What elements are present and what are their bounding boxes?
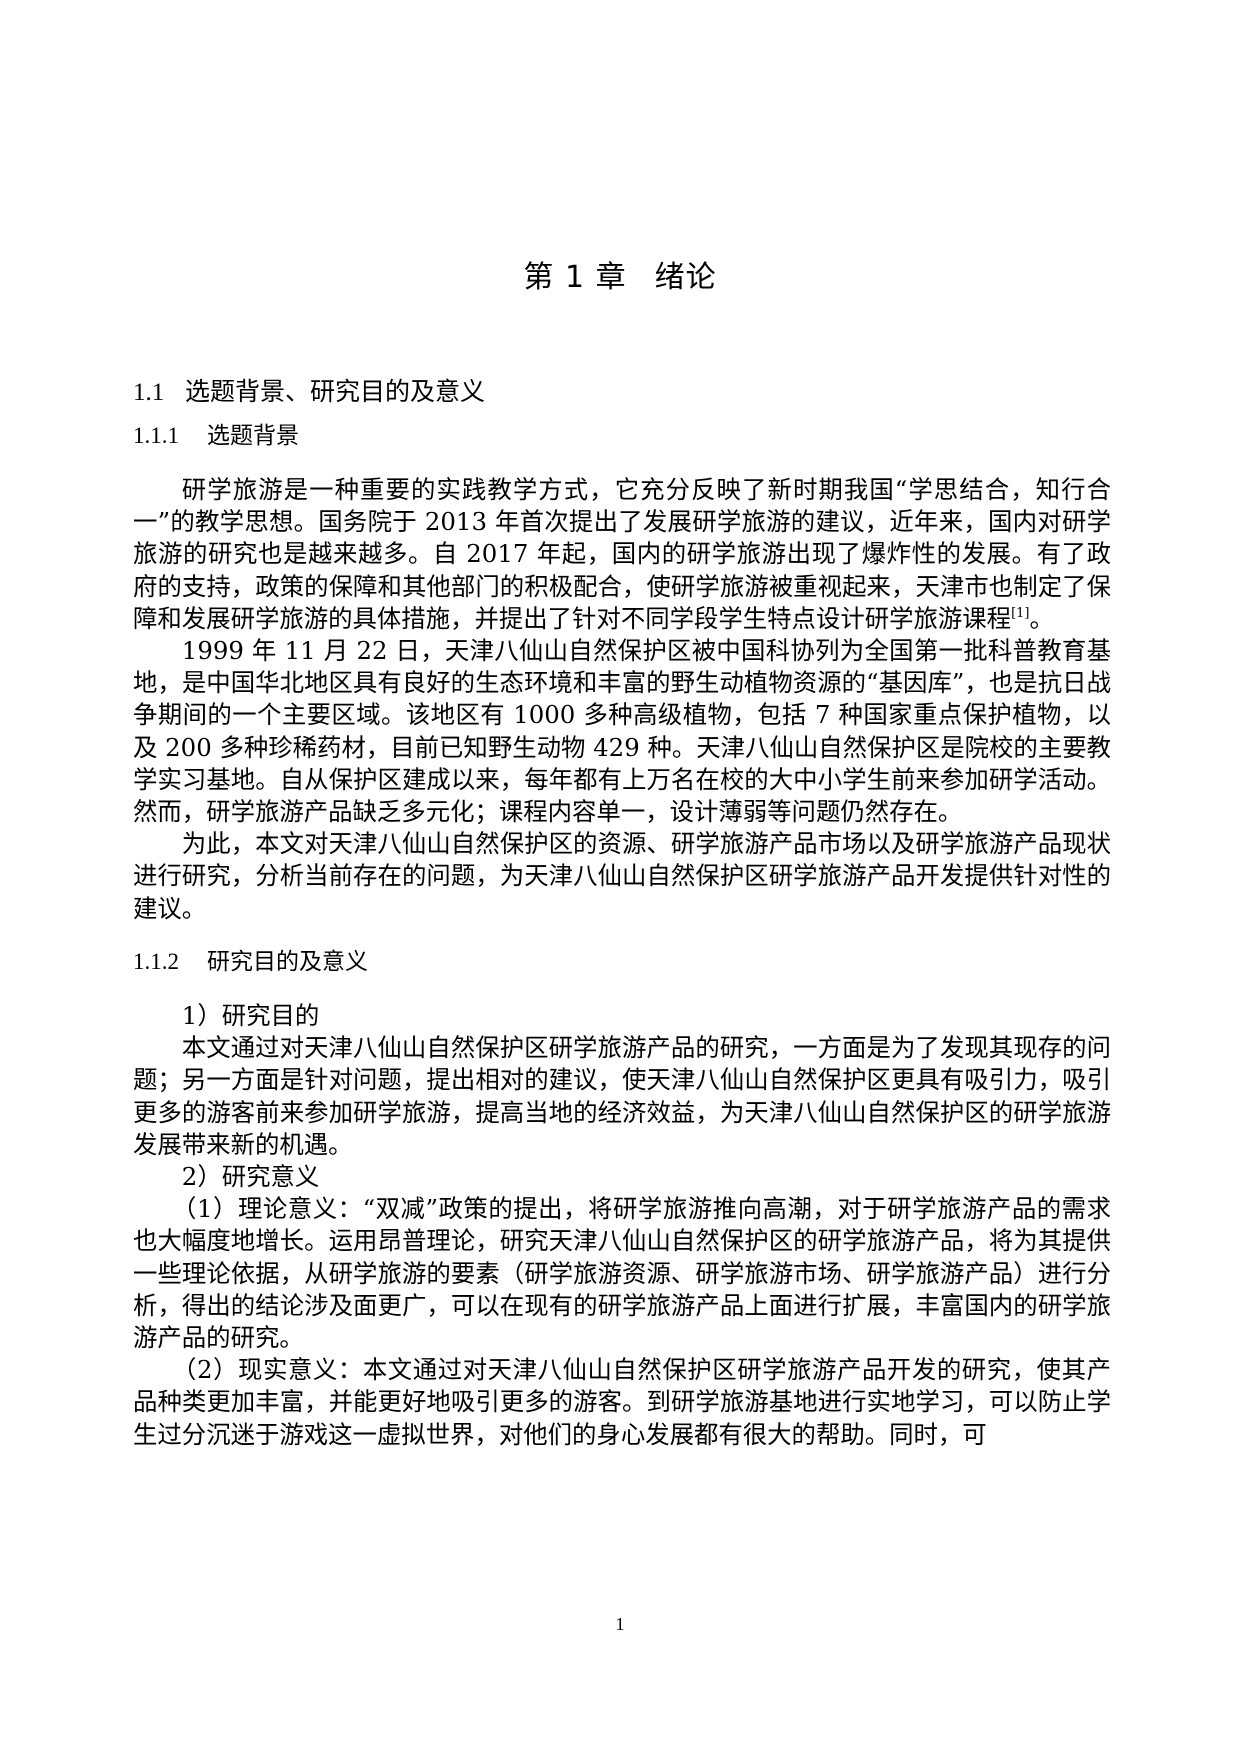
chapter-title: 第 1 章绪论 [0,258,1240,298]
paragraph: 为此，本文对天津八仙山自然保护区的资源、研学旅游产品市场以及研学旅游产品现状进行… [133,829,1111,923]
paragraph: 本文通过对天津八仙山自然保护区研学旅游产品的研究，一方面是为了发现其现存的问题；… [133,1033,1111,1159]
subsection-heading-1-1-1: 1.1.1 选题背景 [133,420,299,452]
purpose-section-body: 1）研究目的 本文通过对天津八仙山自然保护区研学旅游产品的研究，一方面是为了发现… [133,1000,1111,1451]
significance-heading: 2）研究意义 [181,1162,320,1192]
purpose-heading: 1）研究目的 [181,1001,320,1030]
subsection-number: 1.1.1 [133,423,179,448]
subsection-number: 1.1.2 [133,949,179,974]
paragraph: 研学旅游是一种重要的实践教学方式，它充分反映了新时期我国“学思结合，知行合一”的… [133,475,1111,633]
subsection-title: 研究目的及意义 [207,949,368,975]
citation-ref[interactable]: [1] [1011,605,1030,621]
section-title: 选题背景、研究目的及意义 [185,377,486,406]
page-number: 1 [615,1614,625,1634]
subsection-title: 选题背景 [207,423,299,449]
paragraph: （1）理论意义：“双减”政策的提出，将研学旅游推向高潮，对于研学旅游产品的需求也… [133,1194,1111,1353]
background-section-body: 研学旅游是一种重要的实践教学方式，它充分反映了新时期我国“学思结合，知行合一”的… [133,474,1111,925]
chapter-number: 第 1 章 [523,260,627,295]
paragraph: 1999 年 11 月 22 日，天津八仙山自然保护区被中国科协列为全国第一批科… [133,636,1111,827]
chapter-name: 绪论 [654,260,717,295]
section-number: 1.1 [133,379,165,406]
paragraph: （2）现实意义：本文通过对天津八仙山自然保护区研学旅游产品开发的研究，使其产品种… [133,1355,1111,1449]
subsection-heading-1-1-2: 1.1.2 研究目的及意义 [133,946,368,978]
section-heading-1-1: 1.1 选题背景、研究目的及意义 [133,375,485,410]
